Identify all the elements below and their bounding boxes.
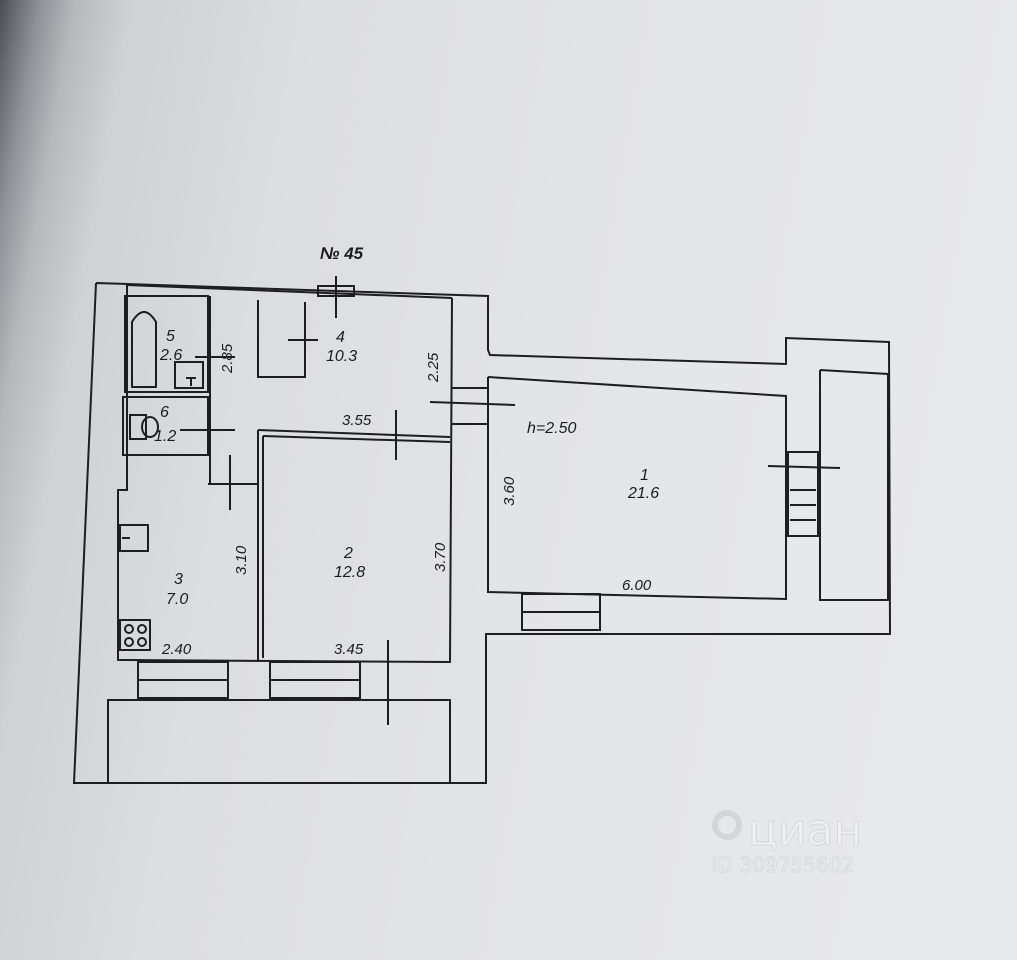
dim-hall-depth: 2.25: [425, 352, 442, 383]
room-3-number: 3: [174, 571, 183, 588]
watermark: циан ID 309755602: [712, 805, 863, 878]
dim-bath-depth: 2.85: [219, 343, 236, 374]
stove-burner-icon: [137, 624, 147, 634]
dim-room1-width: 6.00: [622, 577, 652, 594]
room-6-area: 1.2: [154, 428, 176, 445]
ceiling-height-label: h=2.50: [527, 420, 576, 437]
plan-lines: [72, 276, 892, 784]
room-2-area: 12.8: [334, 564, 365, 581]
wc-walls: [122, 396, 209, 456]
room-4-number: 4: [336, 329, 345, 346]
door-mark-room1: [429, 401, 516, 406]
bathtub-icon: [131, 311, 157, 388]
sink-icon: [174, 361, 204, 389]
entrance-door: [317, 285, 355, 297]
toilet-bowl-icon: [141, 416, 159, 438]
wall-room2-top-inner: [262, 435, 451, 443]
dim-hall-width: 3.55: [342, 412, 372, 429]
dim-room3-width: 2.40: [161, 641, 192, 658]
outer-wall-left: [72, 282, 892, 784]
room-6-number: 6: [160, 404, 169, 421]
room-3-area: 7.0: [166, 591, 188, 608]
room1-walls: [487, 376, 787, 601]
dim-room2-width: 3.45: [334, 641, 364, 658]
closet-walls: [257, 300, 306, 378]
cian-logo-icon: [712, 810, 742, 840]
stove-burner-icon: [124, 624, 134, 634]
wall-room2-top: [257, 429, 451, 438]
stove-burner-icon: [137, 637, 147, 647]
balcony: [107, 699, 451, 783]
room-1-number: 1: [640, 467, 649, 484]
door-mark-stair: [767, 465, 841, 469]
right-shaft: [819, 369, 889, 601]
room-4-area: 10.3: [326, 348, 357, 365]
room-1-area: 21.6: [627, 485, 659, 502]
room-5-area: 2.6: [159, 347, 182, 364]
inner-top-wall: [126, 284, 453, 299]
apartment-number: № 45: [320, 244, 364, 263]
stair-block: [787, 451, 819, 537]
room-5-number: 5: [166, 328, 175, 345]
watermark-brand: циан: [748, 805, 862, 856]
bathroom-walls: [124, 295, 209, 393]
dim-room3-depth: 3.10: [233, 545, 250, 575]
kitchen-sink-icon: [119, 524, 149, 552]
dim-room2-depth: 3.70: [432, 542, 449, 572]
room-2-number: 2: [343, 545, 353, 562]
toilet-tank-icon: [129, 414, 147, 440]
dim-room1-depth: 3.60: [501, 476, 518, 506]
watermark-id: ID 309755602: [712, 853, 854, 877]
stove-burner-icon: [124, 637, 134, 647]
stove-icon: [119, 619, 151, 651]
